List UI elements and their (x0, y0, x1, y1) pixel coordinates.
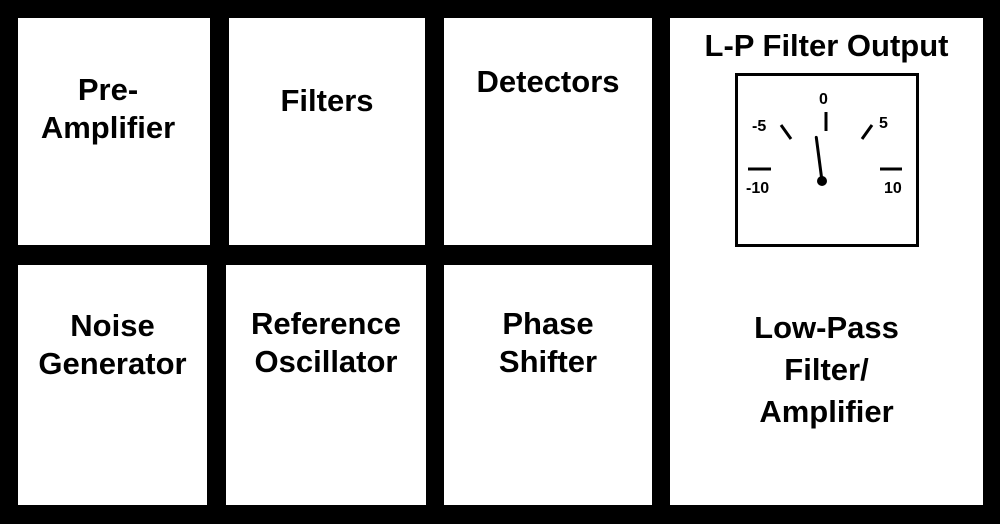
block-noise-generator: Noise Generator (18, 265, 207, 505)
block-reference-oscillator: Reference Oscillator (226, 265, 426, 505)
block-detectors: Detectors (444, 18, 652, 245)
block-label: Detectors (476, 64, 620, 99)
meter-dial: -10 -5 0 5 10 (746, 91, 902, 197)
block-phase-shifter: Phase Shifter (444, 265, 652, 505)
block-label: Low-Pass Filter/ Amplifier (754, 310, 899, 429)
meter-label-0: 0 (819, 91, 828, 108)
meter-tick-5 (860, 124, 874, 140)
meter-label-minus5: -5 (752, 118, 766, 135)
block-pre-amplifier: Pre- Amplifier (18, 18, 210, 245)
meter-tick-minus5 (779, 124, 793, 140)
block-label: Reference Oscillator (251, 306, 401, 379)
meter-label-10: 10 (884, 180, 902, 197)
meter-label-5: 5 (879, 115, 888, 132)
block-label: Pre- Amplifier (40, 72, 176, 145)
block-label: Phase Shifter (498, 306, 598, 379)
meter-label-minus10: -10 (746, 180, 769, 197)
meter-pivot (817, 176, 827, 186)
output-meter: -10 -5 0 5 10 (735, 73, 919, 247)
block-label: Filters (280, 83, 374, 118)
meter-needle (814, 135, 824, 183)
block-label: Noise Generator (38, 308, 187, 381)
block-filters: Filters (229, 18, 425, 245)
meter-title: L-P Filter Output (704, 28, 949, 63)
block-low-pass-filter-amplifier: L-P Filter Output -10 -5 0 5 10 Low-Pass… (670, 18, 983, 505)
